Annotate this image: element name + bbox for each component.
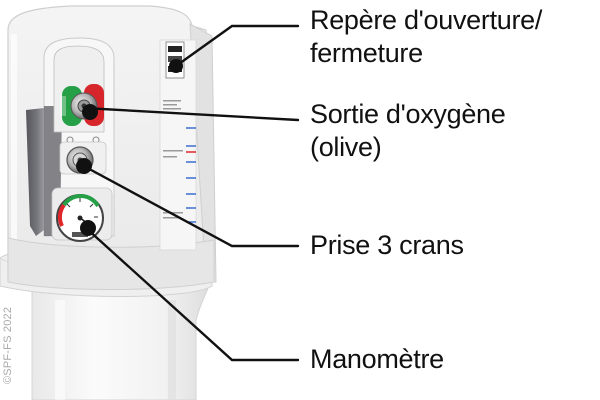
label-pressure-gauge: Manomètre [310,344,444,374]
callout-dot-oxygen-outlet [82,104,98,120]
leader-line-opening-mark [174,24,300,68]
copyright-notice: ©SPF-FS 2022 [2,306,14,384]
notched-socket [59,141,107,175]
callout-dot-notched-socket [76,158,92,174]
scale-marks [186,127,196,223]
side-scale-panel [159,39,197,251]
oxygen-outlet [60,84,104,126]
callout-dot-pressure-gauge [80,220,96,236]
label-oxygen-outlet: Sortie d'oxygène (olive) [310,99,506,162]
pressure-gauge [51,187,113,242]
callout-dot-opening-mark [169,59,183,73]
leader-line-oxygen-outlet [82,106,300,122]
leader-line-notched-socket [78,162,300,248]
callout-dots [76,59,183,236]
leader-lines [78,24,300,362]
leader-line-pressure-gauge [84,226,300,362]
label-opening-mark: Repère d'ouverture/ fermeture [310,5,543,68]
label-notched-socket: Prise 3 crans [310,230,464,260]
